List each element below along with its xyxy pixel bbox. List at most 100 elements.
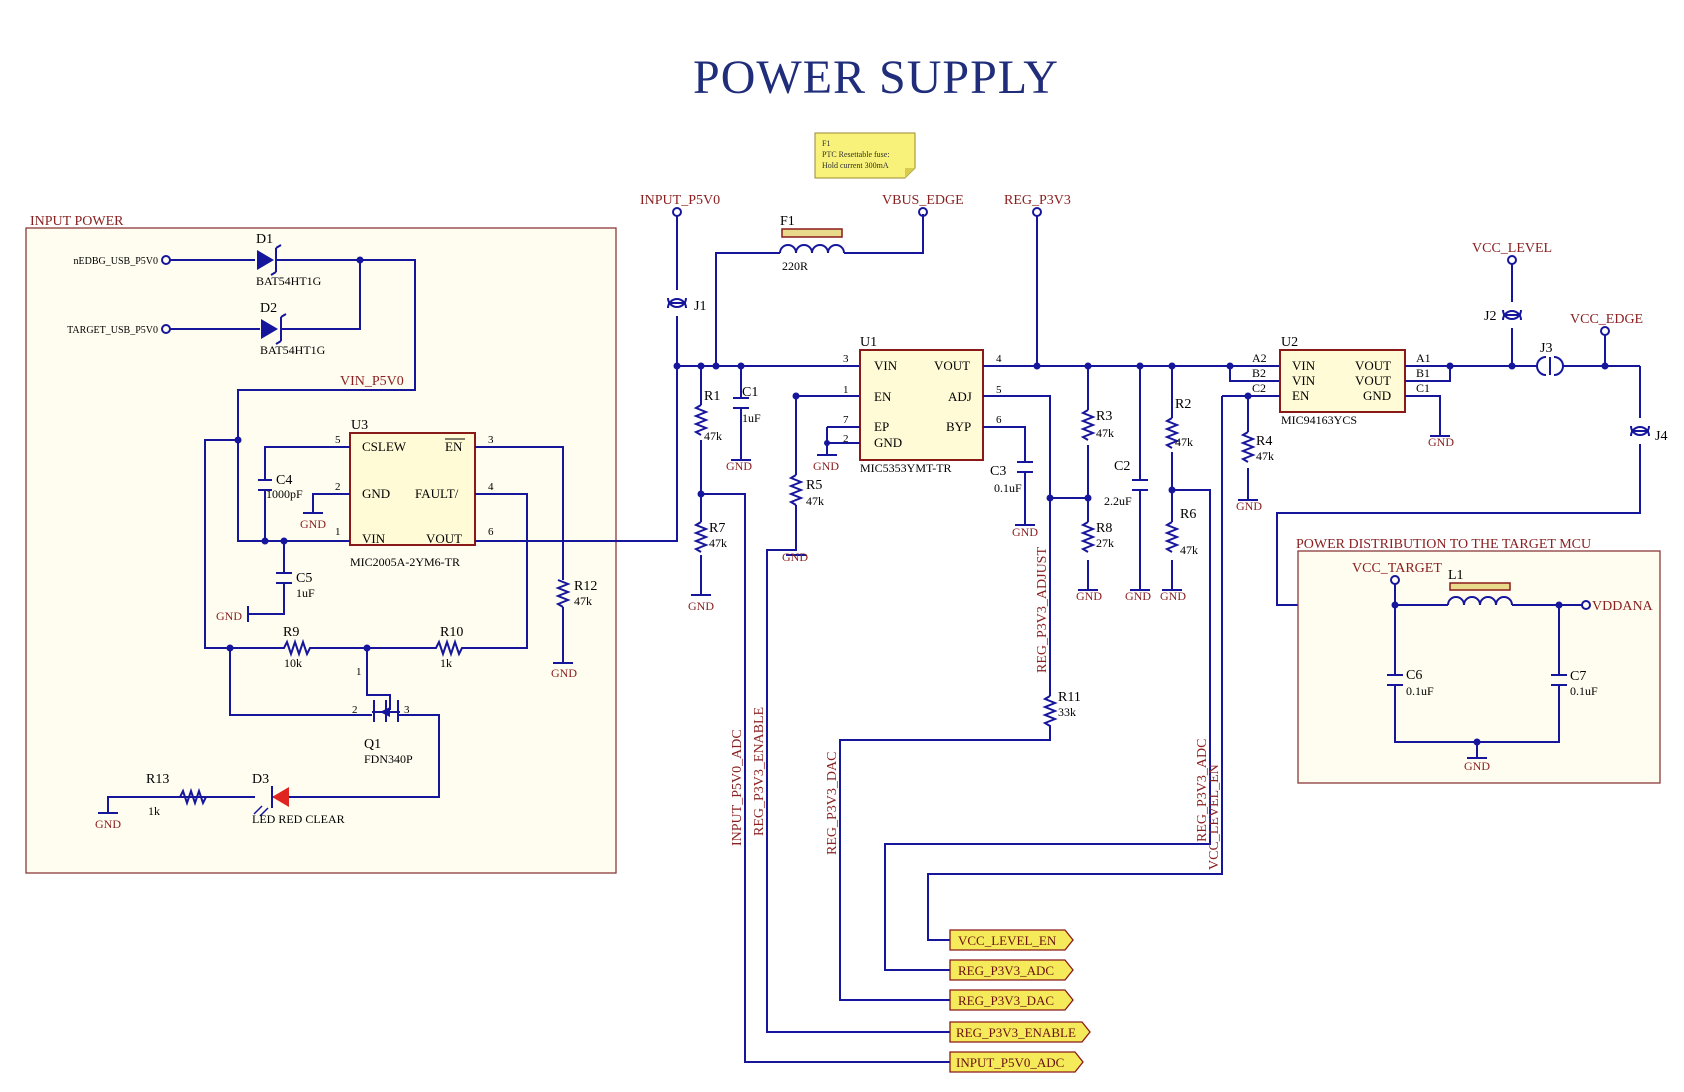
port-reg-p3v3-enable[interactable]: REG_P3V3_ENABLE — [949, 1021, 1091, 1043]
svg-text:GND: GND — [1160, 589, 1186, 603]
svg-text:F1: F1 — [822, 139, 830, 148]
q1-ref: Q1 — [364, 737, 381, 752]
l1-ref: L1 — [1448, 568, 1464, 583]
c6-ref: C6 — [1406, 668, 1422, 683]
svg-text:GND: GND — [1363, 388, 1391, 403]
svg-text:6: 6 — [996, 414, 1002, 426]
svg-text:REG_P3V3_ENABLE: REG_P3V3_ENABLE — [956, 1025, 1076, 1040]
svg-text:GND: GND — [1236, 499, 1262, 513]
svg-text:GND: GND — [874, 435, 902, 450]
r7-ref: R7 — [709, 521, 725, 536]
svg-text:VOUT: VOUT — [426, 531, 462, 546]
u3-value: MIC2005A-2YM6-TR — [350, 555, 460, 569]
r10-value: 1k — [440, 656, 452, 670]
u1-ref: U1 — [860, 335, 877, 350]
r7-value: 47k — [709, 536, 727, 550]
port-vcc-level-en[interactable]: VCC_LEVEL_EN — [949, 929, 1074, 951]
d3-value: LED RED CLEAR — [252, 812, 345, 826]
c3-ref: C3 — [990, 464, 1006, 479]
svg-text:VCC_LEVEL_EN: VCC_LEVEL_EN — [1207, 764, 1222, 870]
svg-text:GND: GND — [1428, 435, 1454, 449]
r11-value: 33k — [1058, 705, 1076, 719]
svg-text:CSLEW: CSLEW — [362, 439, 407, 454]
svg-text:B1: B1 — [1416, 366, 1430, 380]
svg-text:VIN: VIN — [1292, 373, 1316, 388]
distribution-label: POWER DISTRIBUTION TO THE TARGET MCU — [1296, 537, 1591, 552]
svg-text:GND: GND — [300, 517, 326, 531]
svg-text:4: 4 — [996, 353, 1002, 365]
svg-text:GND: GND — [1464, 759, 1490, 773]
r5-value: 47k — [806, 494, 824, 508]
svg-text:REG_P3V3_ENABLE: REG_P3V3_ENABLE — [752, 707, 767, 836]
svg-text:A2: A2 — [1252, 351, 1267, 365]
r12-ref: R12 — [574, 579, 597, 594]
r13-ref: R13 — [146, 772, 169, 787]
svg-text:EN: EN — [874, 389, 892, 404]
svg-text:C1: C1 — [1416, 381, 1430, 395]
svg-text:INPUT_P5V0_ADC: INPUT_P5V0_ADC — [956, 1055, 1064, 1070]
r8-ref: R8 — [1096, 521, 1112, 536]
u2-value: MIC94163YCS — [1281, 413, 1357, 427]
input-p5v0-net: INPUT_P5V0 — [640, 193, 720, 208]
svg-text:5: 5 — [335, 434, 341, 446]
c5-value: 1uF — [296, 586, 315, 600]
svg-text:2: 2 — [352, 704, 358, 716]
svg-text:GND: GND — [726, 459, 752, 473]
port-labels[interactable]: VCC_LEVEL_EN REG_P3V3_ADC REG_P3V3_DAC R… — [949, 929, 1091, 1073]
r6-ref: R6 — [1180, 507, 1196, 522]
svg-text:REG_P3V3_DAC: REG_P3V3_DAC — [825, 752, 840, 855]
input-power-section: INPUT POWER nEDBG_USB_P5V0 TARGET_USB_P5… — [25, 214, 678, 874]
port-reg-p3v3-adc[interactable]: REG_P3V3_ADC — [949, 959, 1074, 981]
svg-text:REG_P3V3_ADC: REG_P3V3_ADC — [958, 963, 1054, 978]
svg-text:PTC Resettable fuse:: PTC Resettable fuse: — [822, 150, 890, 159]
d1-value: BAT54HT1G — [256, 274, 322, 288]
r12-value: 47k — [574, 594, 592, 608]
svg-text:A1: A1 — [1416, 351, 1431, 365]
svg-text:VIN: VIN — [1292, 358, 1316, 373]
j3-ref: J3 — [1540, 341, 1552, 356]
svg-text:B2: B2 — [1252, 366, 1266, 380]
svg-text:VOUT: VOUT — [1355, 373, 1391, 388]
vddana-net: VDDANA — [1592, 599, 1654, 614]
svg-text:2: 2 — [335, 481, 341, 493]
svg-text:5: 5 — [996, 384, 1002, 396]
svg-text:GND: GND — [362, 486, 390, 501]
svg-text:VIN: VIN — [874, 358, 898, 373]
d1-ref: D1 — [256, 232, 273, 247]
svg-text:REG_P3V3_ADC: REG_P3V3_ADC — [1195, 739, 1210, 842]
c4-ref: C4 — [276, 473, 292, 488]
vin-net: VIN_P5V0 — [340, 374, 404, 389]
nedbg-net: nEDBG_USB_P5V0 — [74, 256, 158, 267]
svg-text:6: 6 — [488, 526, 494, 538]
svg-text:REG_P3V3_ADJUST: REG_P3V3_ADJUST — [1035, 547, 1050, 673]
svg-text:EN: EN — [445, 439, 463, 454]
svg-text:3: 3 — [488, 434, 494, 446]
d2-value: BAT54HT1G — [260, 343, 326, 357]
power-distribution-section: POWER DISTRIBUTION TO THE TARGET MCU VCC… — [1296, 537, 1661, 784]
j1-ref: J1 — [694, 299, 706, 314]
svg-text:VOUT: VOUT — [934, 358, 970, 373]
r4-value: 47k — [1256, 449, 1274, 463]
svg-text:GND: GND — [688, 599, 714, 613]
svg-text:1: 1 — [843, 384, 849, 396]
svg-text:EP: EP — [874, 419, 889, 434]
r3-ref: R3 — [1096, 409, 1112, 424]
svg-text:VIN: VIN — [362, 531, 386, 546]
svg-text:1: 1 — [335, 526, 341, 538]
port-reg-p3v3-dac[interactable]: REG_P3V3_DAC — [949, 989, 1074, 1011]
port-input-p5v0-adc[interactable]: INPUT_P5V0_ADC — [949, 1051, 1084, 1073]
svg-text:4: 4 — [488, 481, 494, 493]
svg-text:FAULT/: FAULT/ — [415, 486, 459, 501]
svg-text:GND: GND — [1076, 589, 1102, 603]
r2-value: 47k — [1175, 435, 1193, 449]
svg-text:GND: GND — [782, 550, 808, 564]
main-rail: INPUT_P5V0 J1 F1 220R VBUS_EDGE R1 47k R… — [640, 193, 1667, 1063]
input-power-label: INPUT POWER — [30, 214, 124, 229]
page-title: POWER SUPPLY — [693, 51, 1059, 104]
c6-value: 0.1uF — [1406, 684, 1434, 698]
c2-value: 2.2uF — [1104, 494, 1132, 508]
u2-ref: U2 — [1281, 335, 1298, 350]
r11-ref: R11 — [1058, 690, 1081, 705]
vcc-level-net: VCC_LEVEL — [1472, 241, 1552, 256]
